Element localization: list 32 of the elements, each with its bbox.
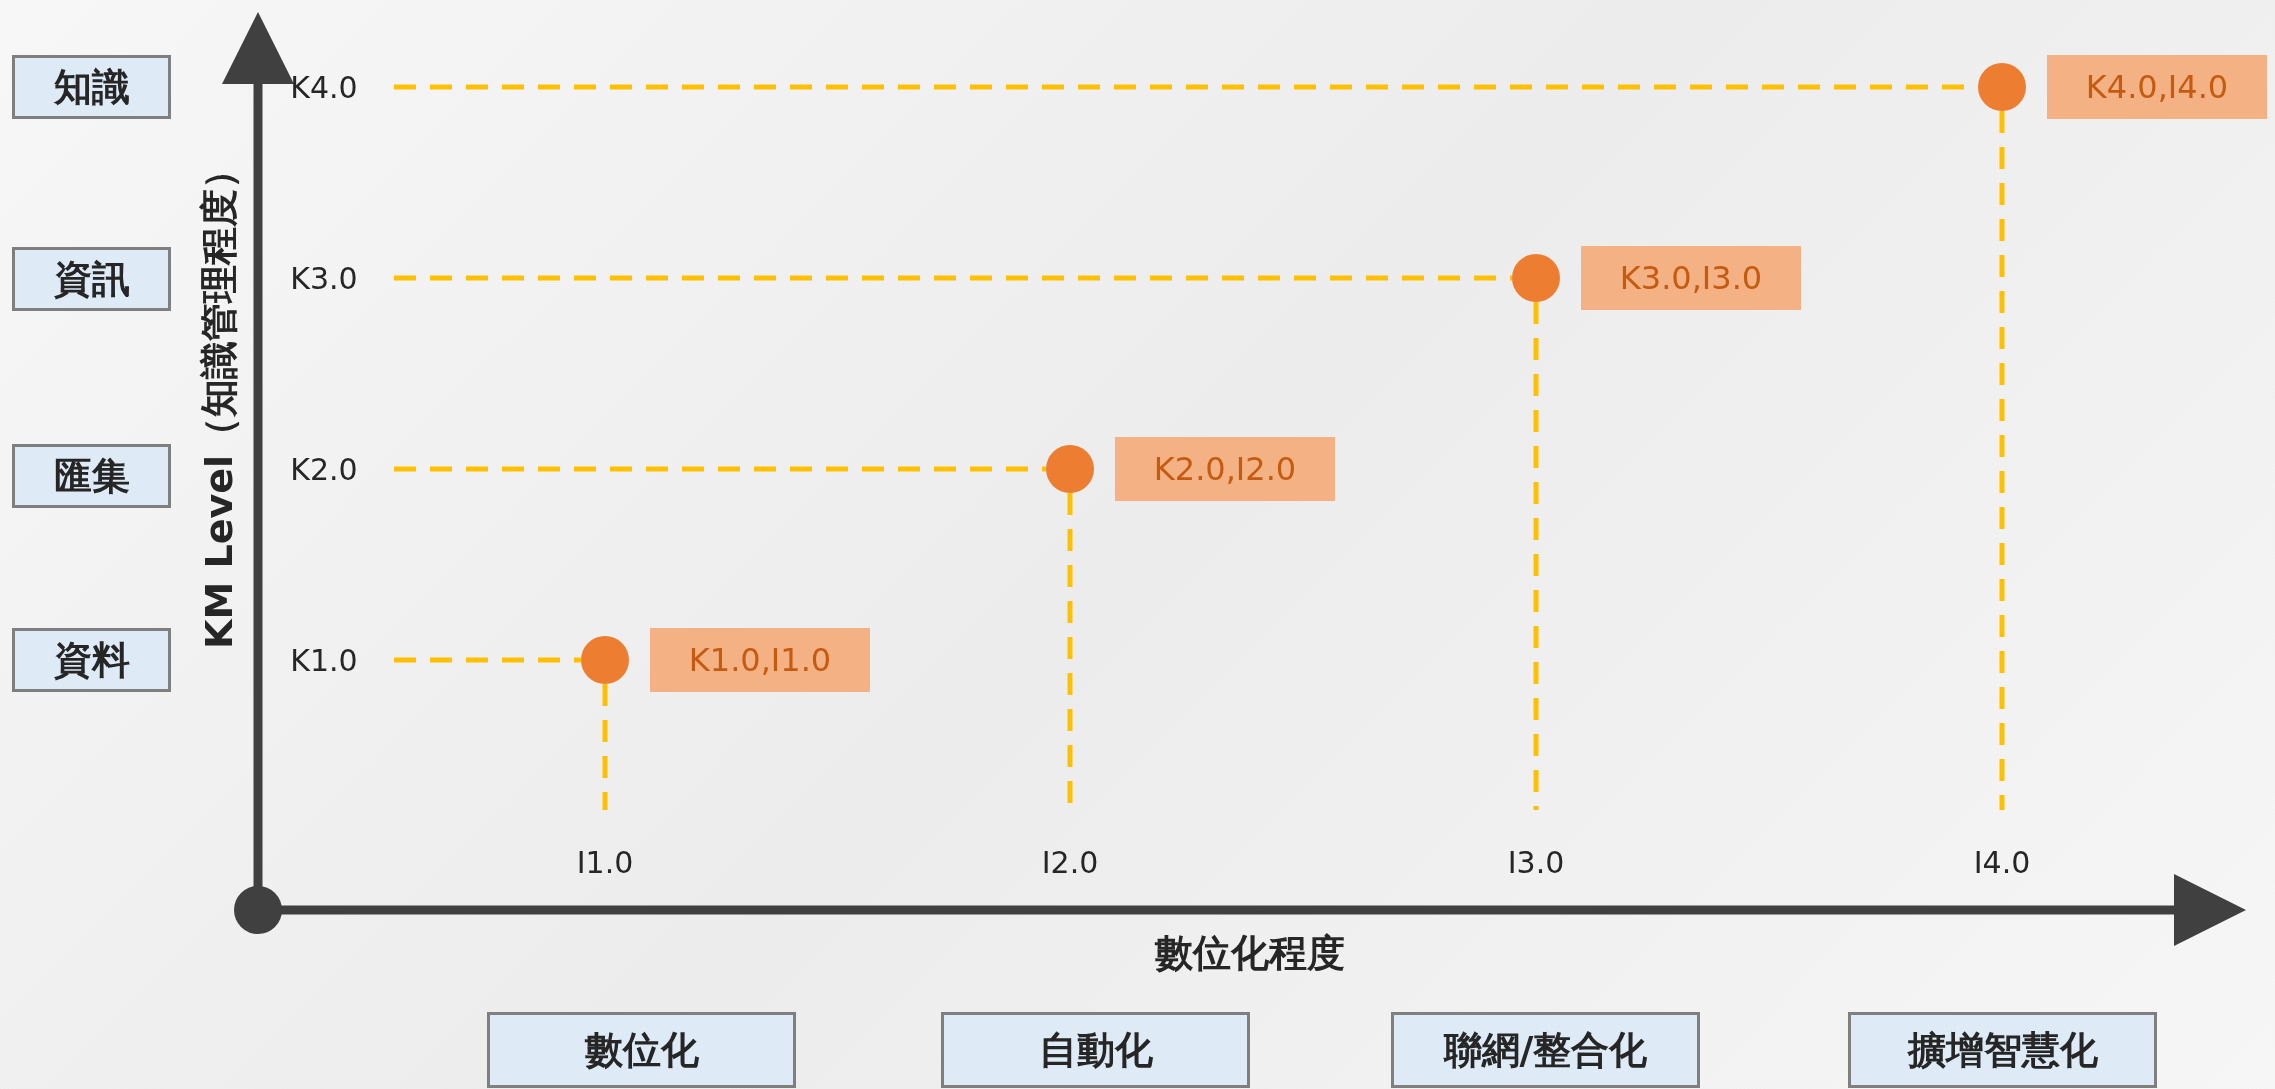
tick-label: I1.0 (565, 840, 645, 884)
tick-label: I4.0 (1962, 840, 2042, 884)
level-box: 資料 (12, 628, 171, 692)
tick-label: K2.0 (284, 447, 364, 491)
data-point (581, 636, 629, 684)
tick-label: K1.0 (284, 638, 364, 682)
data-point (1512, 254, 1560, 302)
guide-line (394, 275, 1512, 281)
data-label: K4.0,I4.0 (2047, 55, 2267, 119)
tick-label: K3.0 (284, 256, 364, 300)
stage-box: 數位化 (487, 1012, 796, 1088)
stage-box: 自動化 (941, 1012, 1250, 1088)
axis-title: 數位化程度 (1153, 930, 1346, 976)
level-box: 資訊 (12, 247, 171, 311)
guide-line (602, 684, 608, 810)
guide-line (394, 466, 1046, 472)
data-label: K3.0,I3.0 (1581, 246, 1801, 310)
tick-label: I3.0 (1496, 840, 1576, 884)
tick-label: I2.0 (1030, 840, 1110, 884)
data-point (1978, 63, 2026, 111)
tick-label: K4.0 (284, 65, 364, 109)
axis-title: KM Level（知識管理程度） (196, 150, 242, 652)
stage-box: 聯網/整合化 (1391, 1012, 1700, 1088)
level-box: 匯集 (12, 444, 171, 508)
stage-box: 擴增智慧化 (1848, 1012, 2157, 1088)
data-label: K1.0,I1.0 (650, 628, 870, 692)
guide-line (1999, 111, 2005, 810)
guide-line (1533, 302, 1539, 810)
data-label: K2.0,I2.0 (1115, 437, 1335, 501)
level-box: 知識 (12, 55, 171, 119)
data-point (1046, 445, 1094, 493)
guide-line (394, 657, 581, 663)
